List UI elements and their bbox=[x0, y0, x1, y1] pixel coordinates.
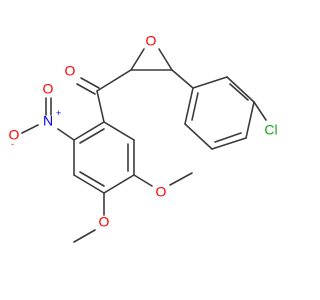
ring2-bond-6 bbox=[73, 121, 105, 141]
bond-set bbox=[21, 48, 267, 243]
aryl-bond-5 bbox=[184, 123, 213, 150]
aryl-bond-6-inner bbox=[191, 92, 199, 121]
methoxy-upper-oxygen-label: O bbox=[156, 184, 167, 200]
methoxy-upper-methyl-bond bbox=[169, 172, 193, 186]
methoxy-lower-methyl-bond bbox=[73, 229, 96, 243]
aryl-bond-6 bbox=[184, 87, 194, 125]
structure-diagram: O O O N + O - Cl O O bbox=[9, 33, 278, 243]
nitro-no-single bbox=[21, 124, 39, 134]
carbonyl-to-ring-bond bbox=[96, 90, 105, 123]
aryl-bond-2 bbox=[226, 76, 255, 103]
carbonyl-double-bond-b bbox=[76, 83, 96, 95]
ring-to-methoxy-upper-bond bbox=[133, 174, 153, 187]
epoxide-oxygen-label: O bbox=[146, 33, 157, 49]
nitro-nitrogen-charge: + bbox=[56, 108, 61, 118]
ring2-bond-3 bbox=[103, 174, 135, 194]
atom-labels: O O O N + O - Cl O O bbox=[9, 33, 278, 230]
aryl-bond-2-inner bbox=[229, 83, 249, 101]
carbonyl-to-epoxide-bond bbox=[96, 69, 132, 92]
epoxide-to-aryl-bond bbox=[171, 69, 194, 89]
ring2-bond-4 bbox=[73, 174, 105, 194]
aryl-bond-4 bbox=[211, 137, 247, 150]
ring2-bond-1 bbox=[103, 121, 135, 141]
aryl-bond-3 bbox=[245, 101, 255, 139]
aryl-bond-4-inner bbox=[214, 132, 242, 143]
nitro-oxygen-single-label: O bbox=[9, 127, 20, 143]
methoxy-lower-oxygen-label: O bbox=[99, 214, 110, 230]
nitro-oxygen-double-label: O bbox=[43, 81, 54, 97]
ring2-bond-4-inner bbox=[79, 171, 105, 187]
molecule-canvas: O O O N + O - Cl O O bbox=[8, 32, 278, 243]
nitro-oxygen-charge: - bbox=[11, 139, 14, 149]
carbonyl-double-bond-a bbox=[80, 77, 100, 89]
epoxide-co-bond-right bbox=[158, 48, 173, 71]
ring-to-nitro-bond bbox=[57, 128, 75, 141]
ring2-bond-6-inner bbox=[79, 128, 105, 144]
aryl-to-cl-bond bbox=[253, 101, 267, 121]
epoxide-co-bond-left bbox=[130, 48, 145, 71]
chlorine-label: Cl bbox=[264, 122, 277, 138]
nitro-nitrogen-label: N bbox=[43, 113, 53, 129]
carbonyl-oxygen-label: O bbox=[65, 63, 76, 79]
aryl-bond-1 bbox=[192, 76, 228, 89]
